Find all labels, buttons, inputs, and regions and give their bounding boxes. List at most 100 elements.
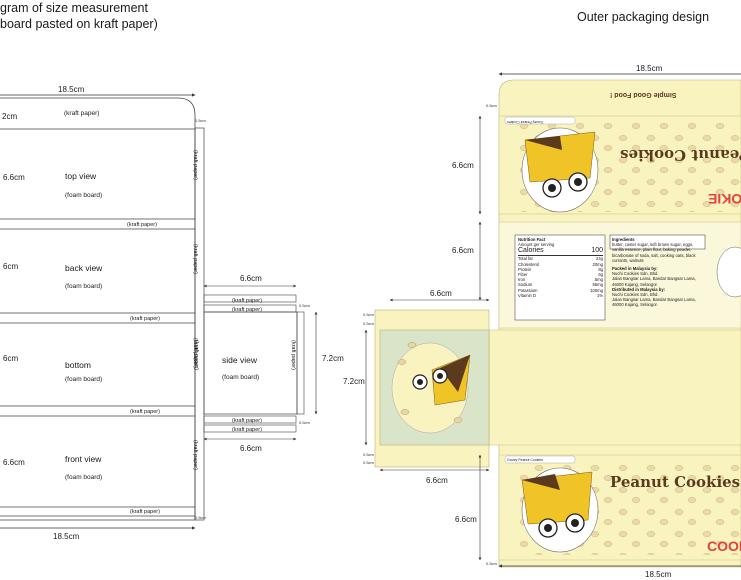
right-dim-1: 0.5cm	[486, 103, 497, 108]
nutrition-row-label: Total fat	[518, 256, 533, 262]
left-panel-top-foam: (foam board)	[65, 192, 103, 199]
nutrition-row-value: 6g	[598, 272, 603, 278]
left-top-kraft: (kraft paper)	[64, 110, 100, 117]
left-panel-bottom-name: bottom	[65, 360, 91, 370]
nutrition-row-value: 20mg	[592, 261, 603, 267]
right-dim-6: 0.5cm	[486, 561, 497, 566]
nutrition-row: Cholesterol 20mg	[518, 262, 603, 267]
left-kraft-1: (kraft paper)	[127, 222, 157, 228]
nutrition-row-label: Vitamin D	[518, 292, 537, 298]
side-kraft-b: (kraft paper)	[232, 307, 262, 313]
strip-bottom-dim: 0.5cm	[195, 515, 206, 520]
side-kraft-c: (kraft paper)	[232, 418, 262, 424]
nutrition-title: Nutrition Fact	[518, 237, 546, 242]
side-width-top: 6.6cm	[240, 274, 262, 283]
ingredients-title: Ingredients	[612, 237, 635, 242]
nutrition-row: Sodium 55mg	[518, 282, 603, 287]
address-line: Jalan Bangsar Lama, Bandar Bangsar Lama,	[612, 276, 696, 282]
nutrition-row-label: Iron	[518, 277, 526, 283]
nutrition-row: Total fat 24g	[518, 256, 603, 261]
left-bottom-width: 18.5cm	[53, 532, 80, 541]
front-label-tag: Gooey Peanut Cookies	[507, 458, 543, 462]
left-panel-front-height: 6.6cm	[3, 458, 25, 467]
calories-value: 100	[591, 247, 603, 255]
calories-row: Calories 100	[518, 247, 603, 257]
slogan: Simple Good Food !	[610, 91, 677, 98]
nutrition-row-value: 1%	[596, 292, 603, 298]
right-side-height: 7.2cm	[343, 377, 365, 386]
nutrition-row: Fiber 6g	[518, 272, 603, 277]
nutrition-row-value: 100mg	[590, 287, 603, 293]
right-bottom-width: 18.5cm	[645, 570, 672, 579]
nutrition-row-label: Potassium	[518, 287, 538, 293]
left-panel-front-foam: (foam board)	[65, 474, 103, 481]
left-panel-bottom-height: 6cm	[3, 354, 19, 363]
nutrition-row: Potassium 100mg	[518, 288, 603, 293]
brand-tag-top: COOKIE	[708, 191, 741, 207]
left-top-width: 18.5cm	[58, 85, 85, 94]
address-line: Jalan Bangsar Lama, Bandar Bangsar Lama,	[612, 297, 696, 303]
brand-front: Peanut Cookies	[610, 473, 741, 491]
right-dim-2: 0.5cm	[363, 312, 374, 317]
nutrition-row: Protein 8g	[518, 267, 603, 272]
right-title: Outer packaging design	[577, 10, 710, 24]
nutrition-row: Vitamin D 1%	[518, 293, 603, 298]
right-front-height: 6.6cm	[455, 515, 477, 524]
nutrition-row-value: 8g	[598, 266, 603, 272]
strip-top-dim: 0.5cm	[195, 118, 206, 123]
ingredients-box: Ingredients butter, caster sugar, soft b…	[612, 237, 704, 308]
nutrition-row: Iron 5mg	[518, 277, 603, 282]
side-kraft-a: (kraft paper)	[232, 298, 262, 304]
left-panel-back-foam: (foam board)	[65, 283, 103, 290]
left-panel-back-name: back view	[65, 263, 103, 273]
left-panel-bottom-foam: (foam board)	[65, 376, 103, 383]
side-height: 7.2cm	[322, 354, 344, 363]
nutrition-row-label: Fiber	[518, 272, 528, 278]
nutrition-row-value: 5mg	[594, 277, 603, 283]
left-top-strip-width: 2cm	[2, 112, 18, 121]
right-dim-5: 0.5cm	[363, 460, 374, 465]
nutrition-row-label: Cholesterol	[518, 261, 540, 267]
nutrition-row-label: Sodium	[518, 282, 533, 288]
side-view-foam: (foam board)	[222, 374, 260, 381]
address-line: Nuchi Cookies Sdn. Bhd.	[612, 292, 659, 298]
left-kraft-2: (kraft paper)	[130, 316, 160, 322]
right-back-height: 6.6cm	[452, 246, 474, 255]
address-line: 46000 Kajang, Selangor.	[612, 281, 658, 287]
address-block: Packed in Malaysia by:Nuchi Cookies Sdn.…	[612, 266, 704, 308]
calories-label: Calories	[518, 247, 544, 255]
left-kraft-3: (kraft paper)	[130, 409, 160, 415]
address-line: 46000 Kajang, Selangor.	[612, 302, 658, 308]
right-top-height: 6.6cm	[452, 161, 474, 170]
left-kraft-4: (kraft paper)	[130, 509, 160, 515]
right-dim-4: 0.5cm	[363, 452, 374, 457]
side-dim-top: 0.5cm	[299, 303, 310, 308]
ingredients-text: butter, caster sugar, soft brown sugar, …	[612, 242, 696, 263]
nutrition-row-label: Protein	[518, 266, 532, 272]
nutrition-serving: Amount per serving	[518, 242, 555, 248]
left-panel-top-height: 6.6cm	[3, 173, 25, 182]
side-view-name: side view	[222, 355, 257, 365]
side-kraft-d: (kraft paper)	[232, 427, 262, 433]
right-side-width-bottom: 6.6cm	[426, 476, 448, 485]
left-panel-top-name: top view	[65, 171, 97, 181]
right-dim-3: 0.5cm	[363, 321, 374, 326]
nutrition-table: Nutrition Fact Amount per serving Calori…	[518, 237, 603, 298]
left-panel-back-height: 6cm	[3, 262, 19, 271]
left-panel-front-name: front view	[65, 454, 102, 464]
nutrition-row-value: 55mg	[592, 282, 603, 288]
top-label-tag: Gooey Peanut Cookies	[507, 120, 543, 124]
address-line: Distributed in Malaysia by:	[612, 286, 666, 292]
left-title-line1: gram of size measurement	[0, 1, 148, 15]
brand-top: Peanut Cookies	[620, 146, 741, 164]
side-dim-bottom: 0.5cm	[299, 420, 310, 425]
nutrition-row-value: 24g	[596, 256, 603, 262]
right-top-width: 18.5cm	[636, 64, 663, 73]
address-line: Nuchi Cookies Sdn. Bhd.	[612, 271, 659, 277]
right-side-width-top: 6.6cm	[430, 289, 452, 298]
address-line: Packed in Malaysia by:	[612, 266, 658, 272]
